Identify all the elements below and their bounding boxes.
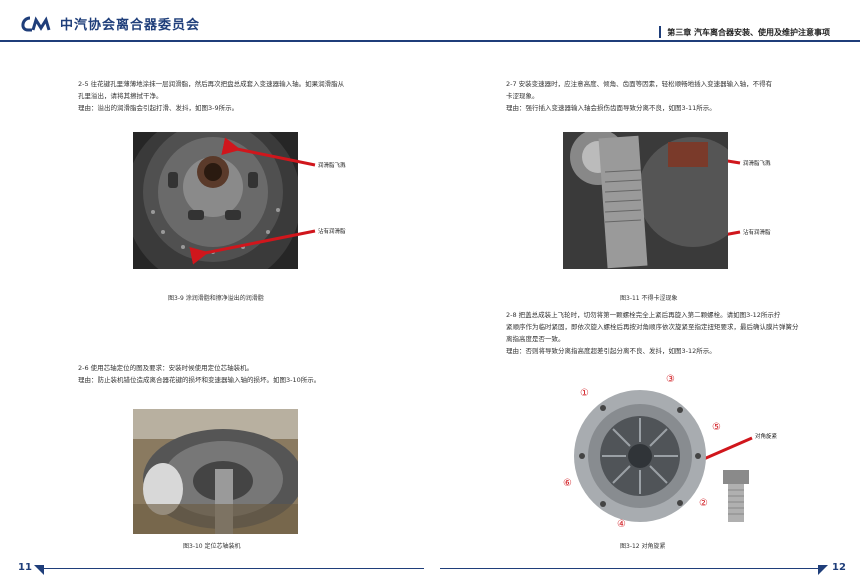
bolt-order-6: ⑥ bbox=[563, 478, 572, 489]
header-rule bbox=[0, 40, 860, 42]
label-lubricant-splash: 润滑脂飞溅 bbox=[318, 163, 346, 169]
bolt-order-3: ③ bbox=[666, 374, 675, 385]
para-2-6: 2-6 使用芯轴定位的图及要求：安装时候使用定位芯轴装机。 理由：防止装机错位造… bbox=[78, 362, 418, 386]
bolt-order-1: ① bbox=[580, 388, 589, 399]
bolt-order-2: ② bbox=[699, 498, 708, 509]
label-right-splash: 润滑脂飞溅 bbox=[743, 161, 771, 167]
para-2-7-line1: 2-7 安装变速器时，应注意高度、倾角、齿面等因素，轻松顺畅地插入变速器输入轴，… bbox=[506, 80, 773, 88]
figure-3-12-photo bbox=[568, 378, 768, 534]
figure-3-10-photo bbox=[133, 409, 298, 534]
chapter-title: 第三章 汽车离合器安装、使用及维护注意事项 bbox=[659, 26, 830, 38]
para-2-8: 2-8 把盖总成装上飞轮时，切勿将第一颗螺栓完全上紧后再旋入第二颗螺栓。请如图3… bbox=[506, 309, 846, 357]
label-diagonal-tighten: 对角旋紧 bbox=[755, 434, 778, 440]
para-2-7-reason: 理由：强行插入变速器输入轴会损伤齿面导致分离不良，如图3-11所示。 bbox=[506, 104, 716, 112]
gearbox-shaft-image bbox=[563, 132, 728, 269]
brand-logo: 中汽协会离合器委员会 bbox=[18, 14, 200, 33]
label-right-stain: 沾有润滑脂 bbox=[743, 230, 771, 236]
clutch-disc-image bbox=[133, 132, 298, 269]
page-number-left: 11 bbox=[18, 562, 32, 573]
para-2-5: 2-5 往花键孔里薄薄地涂抹一层润滑脂，然后再次把盘总成套入变速器输入轴。如果润… bbox=[78, 78, 418, 114]
figure-3-11-photo bbox=[563, 132, 728, 269]
chapter-bar bbox=[659, 26, 662, 38]
para-2-8-line1: 2-8 把盖总成装上飞轮时，切勿将第一颗螺栓完全上紧后再旋入第二颗螺栓。请如图3… bbox=[506, 311, 781, 319]
para-2-5-reason: 理由：溢出的润滑脂会引起打滑、发抖，如图3-9所示。 bbox=[78, 104, 239, 112]
para-2-8-reason: 理由：否则将导致分离指高度超差引起分离不良、发抖，如图3-12所示。 bbox=[506, 347, 716, 355]
mandrel-install-image bbox=[133, 409, 298, 534]
para-2-5-line1: 2-5 往花键孔里薄薄地涂抹一层润滑脂，然后再次把盘总成套入变速器输入轴。如果润… bbox=[78, 80, 345, 88]
footer-rule-right bbox=[440, 568, 820, 569]
cm-logo-icon bbox=[21, 15, 51, 31]
bolt-order-4: ④ bbox=[617, 519, 626, 530]
para-2-6-reason: 理由：防止装机错位造成离合器花键的损坏和变速器输入轴的损坏。如图3-10所示。 bbox=[78, 376, 321, 384]
para-2-8-line2: 紧顺序作为临时紧固，即依次旋入螺栓后再按对角顺序依次旋紧至指定扭矩要求，最后确认… bbox=[506, 323, 799, 331]
footer-rule-left bbox=[44, 568, 424, 569]
figure-3-9-caption: 图3-9 涂润滑脂和擦净溢出的润滑脂 bbox=[168, 295, 264, 302]
figure-3-12-caption: 图3-12 对角旋紧 bbox=[620, 543, 666, 550]
para-2-7-line2: 卡涩现象。 bbox=[506, 92, 539, 100]
para-2-5-line2: 孔里溢出，请将其擦拭干净。 bbox=[78, 92, 163, 100]
figure-3-10-caption: 图3-10 定位芯轴装机 bbox=[183, 543, 241, 550]
chapter-text: 第三章 汽车离合器安装、使用及维护注意事项 bbox=[667, 27, 830, 37]
bolt-order-5: ⑤ bbox=[712, 422, 721, 433]
label-lubricant-stain: 沾有润滑脂 bbox=[318, 229, 346, 235]
para-2-7: 2-7 安装变速器时，应注意高度、倾角、齿面等因素，轻松顺畅地插入变速器输入轴，… bbox=[506, 78, 846, 114]
page-number-right: 12 bbox=[832, 562, 846, 573]
arrow-lubricant-splash bbox=[221, 137, 316, 167]
pressure-plate-image bbox=[574, 390, 749, 522]
figure-3-9-photo bbox=[133, 132, 298, 269]
arrow-lubricant-stain bbox=[189, 229, 316, 265]
page-corner-right bbox=[818, 565, 828, 575]
page-corner-left bbox=[34, 565, 44, 575]
figure-3-11-caption: 图3-11 不得卡涩现象 bbox=[620, 295, 678, 302]
para-2-6-line1: 2-6 使用芯轴定位的图及要求：安装时候使用定位芯轴装机。 bbox=[78, 364, 254, 372]
para-2-8-line3: 离指高度是否一致。 bbox=[506, 335, 565, 343]
logo-text: 中汽协会离合器委员会 bbox=[60, 18, 201, 33]
